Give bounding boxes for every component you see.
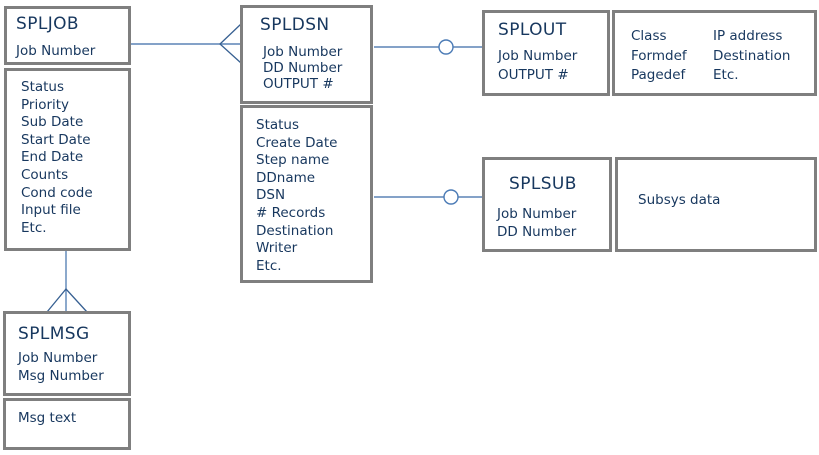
attribute: Formdef <box>631 47 687 64</box>
entity-splout-header: SPLOUT Job Number OUTPUT # <box>482 10 610 96</box>
attribute: Writer <box>256 240 298 257</box>
entity-key: DD Number <box>263 60 343 76</box>
entity-key: OUTPUT # <box>498 67 569 83</box>
entity-title-splout: SPLOUT <box>498 20 567 40</box>
crow-foot-spldsn-icon <box>219 23 242 64</box>
entity-title-splsub: SPLSUB <box>509 174 577 194</box>
optional-circle-splout-icon <box>438 39 454 55</box>
entity-spljob-attributes: Status Priority Sub Date Start Date End … <box>4 68 131 251</box>
attribute: Destination <box>256 222 334 239</box>
entity-title-splmsg: SPLMSG <box>18 324 90 344</box>
attribute: # Records <box>256 204 326 221</box>
attribute: DDname <box>256 169 316 186</box>
crow-foot-splmsg-icon <box>46 288 88 313</box>
attribute: Counts <box>21 166 69 183</box>
entity-key: Job Number <box>497 206 577 222</box>
attribute: Class <box>631 28 667 44</box>
attribute: Step name <box>256 152 330 169</box>
attribute: End Date <box>21 149 84 166</box>
attribute: Status <box>21 79 65 95</box>
attribute: Etc. <box>21 219 47 236</box>
entity-splout-attributes: Class Formdef Pagedef IP address Destina… <box>612 10 817 96</box>
entity-key: Job Number <box>18 350 98 366</box>
entity-title-spldsn: SPLDSN <box>260 15 330 35</box>
entity-spldsn-attributes: Status Create Date Step name DDname DSN … <box>240 105 373 283</box>
entity-spldsn-header: SPLDSN Job Number DD Number OUTPUT # <box>240 5 373 104</box>
entity-key: Msg Number <box>18 367 104 384</box>
entity-key: DD Number <box>497 223 577 240</box>
attribute: Etc. <box>713 67 739 83</box>
attribute: IP address <box>713 28 783 44</box>
attribute: DSN <box>256 187 286 204</box>
entity-key: Job Number <box>263 44 343 60</box>
entity-key: Job Number <box>498 48 578 64</box>
attribute: Input file <box>21 202 81 219</box>
attribute: Msg text <box>18 410 77 426</box>
attribute: Destination <box>713 47 791 64</box>
attribute: Pagedef <box>631 67 686 83</box>
entity-splmsg-header: SPLMSG Job Number Msg Number <box>3 311 131 396</box>
attribute: Status <box>256 117 300 133</box>
attribute: Priority <box>21 96 70 113</box>
entity-key: OUTPUT # <box>263 76 334 92</box>
entity-splmsg-attributes: Msg text <box>3 398 131 450</box>
attribute: Start Date <box>21 131 91 148</box>
optional-circle-splsub-icon <box>443 189 459 205</box>
attribute: Sub Date <box>21 114 84 131</box>
attribute: Subsys data <box>638 192 721 208</box>
entity-title-spljob: SPLJOB <box>16 14 79 34</box>
entity-splsub-header: SPLSUB Job Number DD Number <box>482 157 612 252</box>
entity-spljob-header: SPLJOB Job Number <box>4 6 131 65</box>
entity-key: Job Number <box>16 43 96 59</box>
attribute: Cond code <box>21 184 93 201</box>
attribute: Etc. <box>256 257 282 274</box>
entity-splsub-attributes: Subsys data <box>615 157 817 252</box>
attribute: Create Date <box>256 134 338 151</box>
